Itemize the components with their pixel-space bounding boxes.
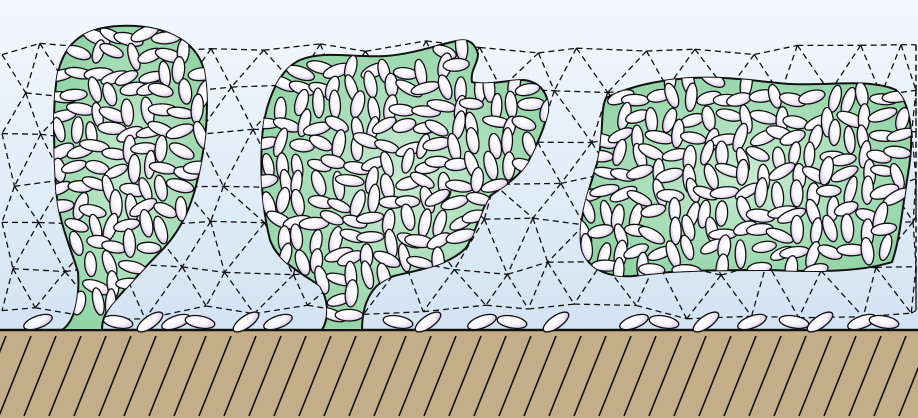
- bacterial-cell: [816, 185, 841, 197]
- bacterial-cell: [790, 180, 803, 207]
- bacterial-cell: [335, 309, 363, 321]
- bacterial-cell: [861, 176, 873, 205]
- bacterial-cell: [137, 242, 161, 254]
- biofilm-cluster-right: [573, 67, 916, 284]
- bacterial-cell: [735, 240, 746, 269]
- bacterial-cell: [128, 154, 140, 183]
- bacterial-cell: [790, 215, 803, 243]
- hatched-substratum: [0, 330, 918, 418]
- bacterial-cell: [670, 217, 682, 245]
